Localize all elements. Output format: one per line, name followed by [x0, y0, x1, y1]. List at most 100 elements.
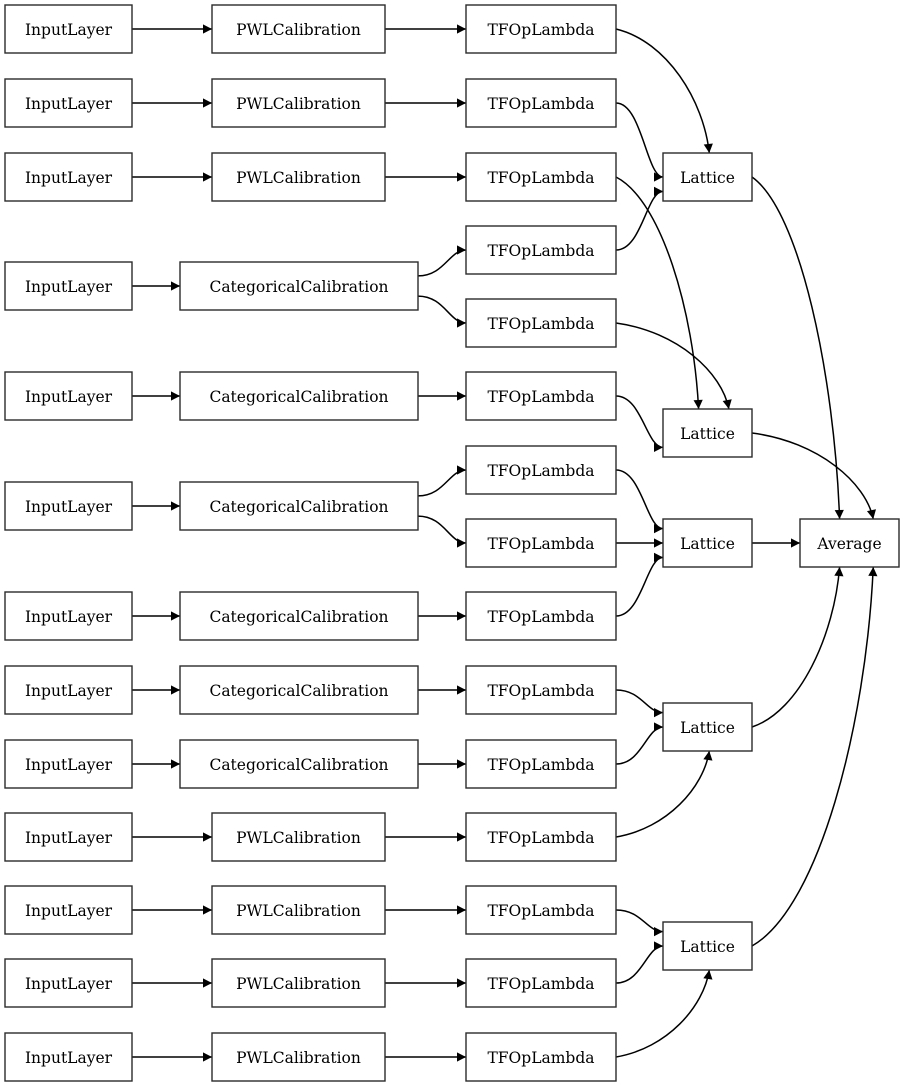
- node-tfoplambda: TFOpLambda: [465, 885, 617, 935]
- node-input-layer-box: [4, 812, 133, 862]
- node-pwl-calibration-box: [211, 78, 386, 128]
- node-tfoplambda-box: [465, 812, 617, 862]
- arrowhead-icon: [654, 172, 663, 182]
- node-tfoplambda-label: TFOpLambda: [487, 829, 594, 847]
- node-input-layer-box: [4, 958, 133, 1008]
- node-input-layer-label: InputLayer: [25, 95, 113, 113]
- node-categorical-calibration-box: [179, 481, 419, 531]
- node-tfoplambda: TFOpLambda: [465, 298, 617, 348]
- graph-edge: [751, 566, 875, 947]
- node-input-layer-label: InputLayer: [25, 388, 113, 406]
- graph-edge: [615, 102, 664, 178]
- node-tfoplambda-label: TFOpLambda: [487, 608, 594, 626]
- node-input-layer-box: [4, 78, 133, 128]
- arrowhead-icon: [654, 941, 663, 951]
- arrowhead-icon: [457, 905, 466, 915]
- node-lattice-label: Lattice: [680, 938, 735, 956]
- node-lattice-label: Lattice: [680, 425, 735, 443]
- node-input-layer: InputLayer: [4, 481, 133, 531]
- arrowhead-icon: [203, 832, 212, 842]
- node-lattice: Lattice: [662, 408, 753, 458]
- node-tfoplambda: TFOpLambda: [465, 78, 617, 128]
- node-tfoplambda-label: TFOpLambda: [487, 388, 594, 406]
- node-categorical-calibration: CategoricalCalibration: [179, 665, 419, 715]
- node-tfoplambda-box: [465, 958, 617, 1008]
- node-pwl-calibration: PWLCalibration: [211, 885, 386, 935]
- node-input-layer: InputLayer: [4, 958, 133, 1008]
- node-categorical-calibration-label: CategoricalCalibration: [209, 608, 388, 626]
- graph-edge: [751, 176, 841, 520]
- node-pwl-calibration-label: PWLCalibration: [236, 975, 361, 993]
- node-tfoplambda-box: [465, 885, 617, 935]
- node-tfoplambda-label: TFOpLambda: [487, 315, 594, 333]
- graph-edge: [615, 176, 700, 410]
- node-categorical-calibration-box: [179, 371, 419, 421]
- node-input-layer-box: [4, 152, 133, 202]
- graph-edge: [615, 750, 711, 838]
- node-pwl-calibration-label: PWLCalibration: [236, 21, 361, 39]
- graph-edge: [751, 566, 841, 728]
- node-lattice: Lattice: [662, 921, 753, 971]
- node-lattice-box: [662, 152, 753, 202]
- arrowhead-icon: [457, 98, 466, 108]
- node-tfoplambda-box: [465, 1032, 617, 1082]
- node-layer: InputLayerInputLayerInputLayerInputLayer…: [4, 4, 900, 1082]
- node-categorical-calibration-box: [179, 591, 419, 641]
- arrowhead-icon: [654, 927, 663, 937]
- arrowhead-icon: [654, 708, 663, 718]
- node-lattice-box: [662, 408, 753, 458]
- node-input-layer-box: [4, 591, 133, 641]
- arrowhead-icon: [457, 391, 466, 401]
- node-input-layer: InputLayer: [4, 371, 133, 421]
- arrowhead-icon: [866, 509, 876, 519]
- node-lattice-label: Lattice: [680, 169, 735, 187]
- arrowhead-icon: [171, 685, 180, 695]
- node-tfoplambda: TFOpLambda: [465, 591, 617, 641]
- arrowhead-icon: [457, 318, 466, 328]
- node-tfoplambda-box: [465, 591, 617, 641]
- node-pwl-calibration-box: [211, 1032, 386, 1082]
- arrowhead-icon: [457, 24, 466, 34]
- node-tfoplambda: TFOpLambda: [465, 225, 617, 275]
- arrowhead-icon: [171, 611, 180, 621]
- node-categorical-calibration-label: CategoricalCalibration: [209, 498, 388, 516]
- node-pwl-calibration-box: [211, 958, 386, 1008]
- arrowhead-icon: [457, 832, 466, 842]
- arrowhead-icon: [203, 1052, 212, 1062]
- node-lattice: Lattice: [662, 702, 753, 752]
- arrowhead-icon: [457, 465, 466, 475]
- node-pwl-calibration-label: PWLCalibration: [236, 902, 361, 920]
- node-categorical-calibration-box: [179, 665, 419, 715]
- arrowhead-icon: [834, 567, 844, 577]
- graph-edge: [615, 969, 711, 1058]
- node-tfoplambda-label: TFOpLambda: [487, 95, 594, 113]
- node-tfoplambda-label: TFOpLambda: [487, 975, 594, 993]
- node-tfoplambda-label: TFOpLambda: [487, 169, 594, 187]
- node-tfoplambda-label: TFOpLambda: [487, 21, 594, 39]
- node-average: Average: [799, 518, 900, 568]
- arrowhead-icon: [203, 98, 212, 108]
- arrowhead-icon: [171, 391, 180, 401]
- arrowhead-icon: [171, 501, 180, 511]
- node-tfoplambda-box: [465, 225, 617, 275]
- node-pwl-calibration-label: PWLCalibration: [236, 169, 361, 187]
- node-input-layer: InputLayer: [4, 261, 133, 311]
- node-input-layer-box: [4, 261, 133, 311]
- arrowhead-icon: [457, 245, 466, 255]
- node-tfoplambda: TFOpLambda: [465, 445, 617, 495]
- node-lattice-label: Lattice: [680, 719, 735, 737]
- graph-edge: [417, 295, 467, 324]
- node-input-layer-label: InputLayer: [25, 169, 113, 187]
- node-categorical-calibration: CategoricalCalibration: [179, 481, 419, 531]
- graph-edge: [615, 469, 664, 530]
- arrowhead-icon: [654, 186, 663, 196]
- node-input-layer-label: InputLayer: [25, 756, 113, 774]
- edge-layer: [131, 24, 878, 1062]
- node-pwl-calibration-box: [211, 812, 386, 862]
- node-tfoplambda: TFOpLambda: [465, 1032, 617, 1082]
- node-input-layer: InputLayer: [4, 1032, 133, 1082]
- node-pwl-calibration: PWLCalibration: [211, 4, 386, 54]
- arrowhead-icon: [703, 751, 713, 761]
- node-lattice: Lattice: [662, 518, 753, 568]
